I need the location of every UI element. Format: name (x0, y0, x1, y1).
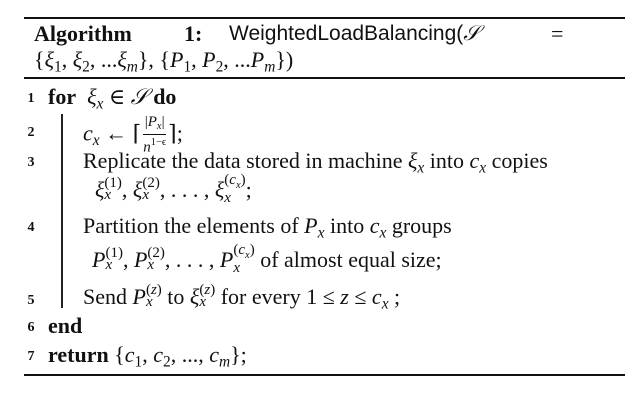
line-number: 6 (27, 320, 35, 335)
text: into (329, 213, 365, 238)
line-body: Replicate the data stored in machine ξx … (83, 148, 548, 177)
algorithm-args: {ξ1, ξ2, ...ξm}, {P1, P2, ...Pm}) (34, 47, 294, 76)
line-body: end (48, 312, 82, 340)
set-symbol: 𝒮 (463, 22, 480, 45)
line-body: for ξx ∈ 𝒮 do (48, 84, 177, 113)
text: groups (391, 213, 452, 238)
header-rule (24, 77, 625, 79)
algorithm-label: Algorithm (34, 21, 132, 46)
algorithm-caption: Algorithm 1: WeightedLoadBalancing(𝒮 = {… (34, 20, 624, 76)
line-body: cx ← ⌈|Px|n1−ϵ⌉; (83, 114, 183, 156)
text: for every 1 ≤ (220, 284, 335, 309)
keyword-do: do (153, 84, 177, 109)
line-number: 5 (27, 293, 35, 308)
line-body: ξ(1)x, ξ(2)x, . . . , ξ(cx)x; (95, 171, 252, 206)
text: into (429, 148, 464, 173)
text: Send (83, 284, 127, 309)
line-body: P(1)x, P(2)x, . . . , P(cx)x of almost e… (92, 241, 442, 276)
equals-sign: = (551, 21, 564, 46)
algorithm-name-text: WeightedLoadBalancing( (229, 22, 464, 45)
line-body: Send P(z)x to ξ(z)x for every 1 ≤ z ≤ cx… (83, 281, 401, 313)
text: ≤ (354, 284, 367, 309)
algorithm-number: 1: (184, 21, 203, 46)
text: Partition the elements of (83, 213, 299, 238)
bottom-rule (24, 374, 625, 376)
for-block-bar (61, 114, 63, 308)
text: of almost equal size; (260, 247, 442, 272)
top-rule (24, 17, 625, 19)
line-number: 7 (27, 349, 35, 364)
line-number: 4 (27, 220, 35, 235)
line-number: 1 (27, 91, 35, 106)
text: Replicate the data stored in machine (83, 148, 403, 173)
algorithm-name: WeightedLoadBalancing(𝒮 (229, 20, 480, 48)
text: to (167, 284, 185, 309)
keyword-end: end (48, 313, 83, 338)
line-body: Partition the elements of Px into cx gro… (83, 213, 452, 242)
keyword-return: return (48, 342, 109, 367)
text: copies (491, 148, 548, 173)
line-number: 2 (27, 125, 35, 140)
line-number: 3 (27, 155, 35, 170)
keyword-for: for (48, 84, 77, 109)
line-body: return {c1, c2, ..., cm}; (48, 342, 247, 371)
